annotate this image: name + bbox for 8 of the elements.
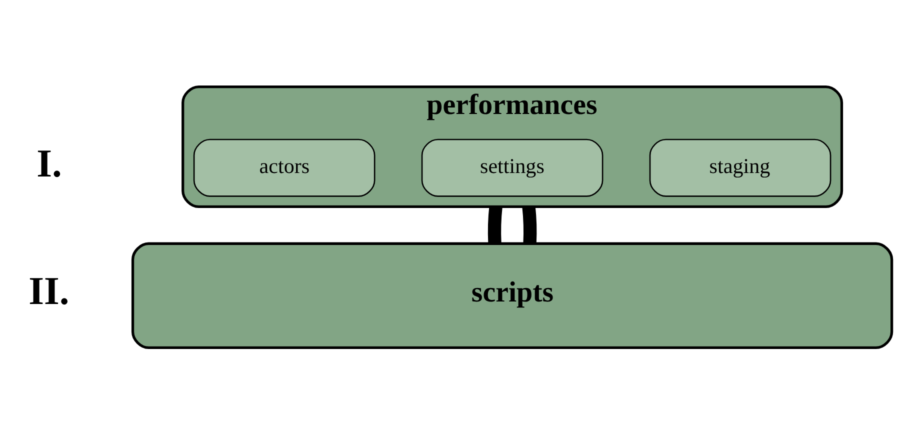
node-box: staging [649, 138, 832, 196]
node-box: settings [421, 138, 604, 196]
connector [522, 206, 537, 244]
node-box: actors [193, 138, 376, 196]
connector [488, 206, 502, 244]
label: I. [36, 140, 62, 185]
node-box: scripts [131, 242, 894, 349]
label: II. [28, 268, 70, 313]
